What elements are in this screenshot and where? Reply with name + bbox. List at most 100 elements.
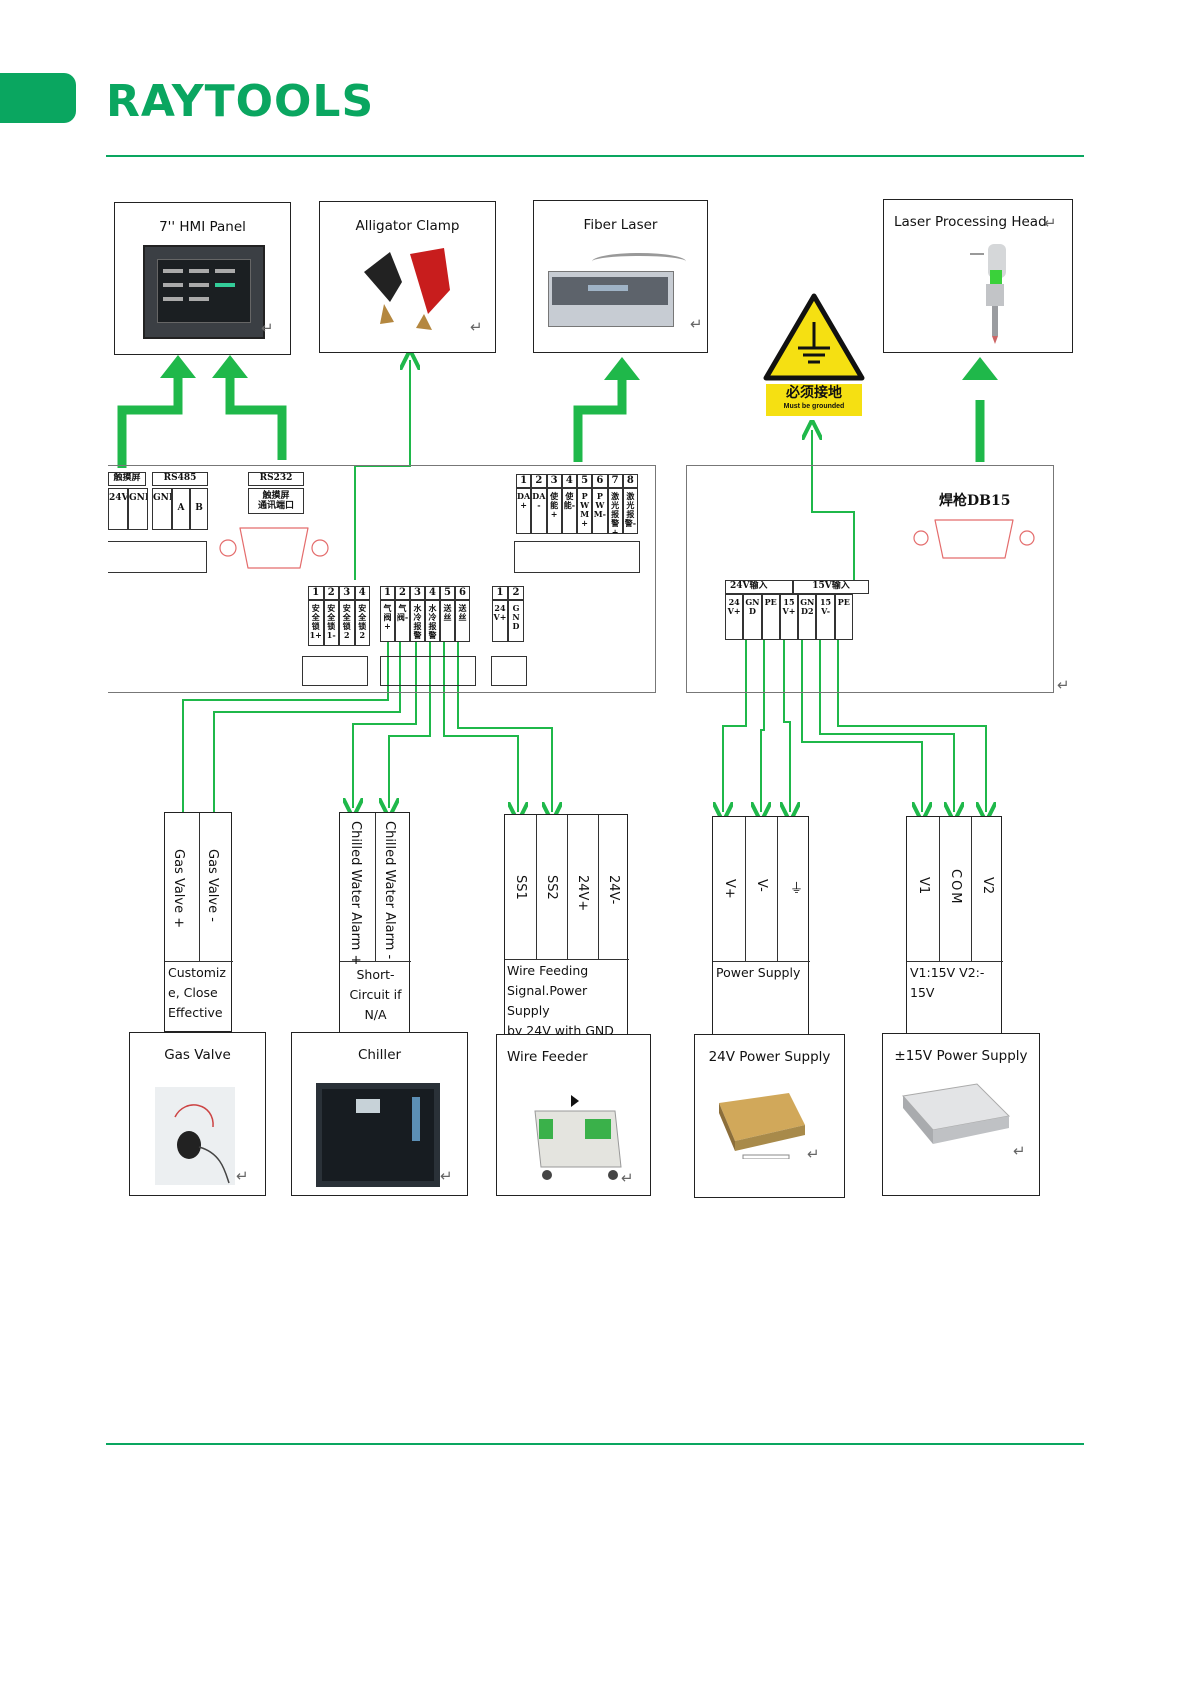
gas-pin-minus: Gas Valve - [205,849,220,922]
gas-pin-plus: Gas Valve + [171,849,186,929]
io-conn-num-1: 1 [380,586,395,600]
safety-conn-num-1: 1 [308,586,324,600]
psu15-pin-com: COM [948,869,963,906]
io-conn-num-4: 4 [425,586,440,600]
hmi-arrowhead-1 [160,355,196,378]
chiller-title: Chiller [357,1047,402,1063]
head-pin-7: PE [834,594,853,640]
laser-conn-num-5: 5 [577,474,593,488]
footer-divider [106,1443,1084,1445]
psu24-title: 24V Power Supply [708,1049,831,1065]
db9-port-icon [219,527,329,569]
psu24-link-minus [761,640,764,812]
feeder-pin-ss2: SS2 [544,875,559,900]
psu24-box: 24V Power Supply ↵ [694,1034,845,1198]
return-mark: ↵ [470,318,483,336]
chiller-image [316,1083,440,1187]
laser-head-image [970,240,1020,344]
io-conn-plate [380,656,476,686]
laser-conn-num-8: 8 [622,474,638,488]
laser-conn-num-6: 6 [592,474,608,488]
laser-conn-num-7: 7 [607,474,623,488]
return-mark: ↵ [440,1167,453,1185]
head-pin-4: 15V+ [779,594,799,640]
brand-tab [0,73,76,123]
io-conn-sig-1: 气阀+ [380,600,395,642]
alligator-clamp-title: Alligator Clamp [355,218,460,234]
io-conn-sig-2: 气阀- [395,600,410,642]
head-pin-2: GND [743,594,762,640]
psu15-title: ±15V Power Supply [894,1048,1028,1064]
psu15-link-v2 [837,640,986,812]
laser-conn-sigs: DA+DA-使能+使能-PWM+PWM-激光报警+激光报警- [516,488,638,534]
laser-conn-sig-4: 使能- [561,488,577,534]
psu24-pin-vplus: V+ [722,879,737,899]
gas-valve-title: Gas Valve [164,1047,231,1063]
laser-conn-sig-8: 激光报警- [622,488,638,534]
return-mark: ↵ [261,319,274,337]
rs232-port-label: 触摸屏通讯端口 [248,488,304,514]
pwr-conn-plate [491,656,527,686]
io-conn-num-5: 5 [440,586,455,600]
laser-conn-sig-5: PWM+ [577,488,593,534]
rs485-b: B [190,488,208,530]
alligator-clamp-box: Alligator Clamp ↵ [319,201,496,353]
psu15-note: V1:15V V2:-15V [910,965,985,1000]
laser-conn-num-3: 3 [546,474,562,488]
safety-conn-sig-1: 安全锁1+ [308,600,324,646]
gas-link-plus [183,640,389,836]
return-mark: ↵ [690,315,703,333]
psu24-image [713,1089,809,1160]
fiber-laser-box: Fiber Laser ↵ [533,200,708,353]
feeder-link-1 [443,640,518,812]
return-mark: ↵ [1044,214,1057,232]
gas-link-minus [214,640,401,836]
psu15-image [899,1082,1011,1152]
clamp-link [354,360,410,580]
io-conn-sigs: 气阀+气阀-水冷报警水冷报警送丝送丝 [380,600,470,642]
feeder-pin-24vp: 24V+ [575,875,590,912]
laser-conn-num-4: 4 [561,474,577,488]
laser-conn-sig-1: DA+ [516,488,532,534]
safety-conn-plate [302,656,368,686]
head-pin-5: GND2 [798,594,817,640]
db15-port-icon [913,519,1035,559]
io-conn-num-3: 3 [410,586,425,600]
rs485-label: RS485 [152,472,208,486]
return-mark: ↵ [1013,1142,1026,1160]
pwr-conn-sig-1: 24V+ [492,600,508,642]
head-pin-3: PE [761,594,780,640]
laser-conn-plate [514,541,640,573]
brand-logo: RAYTOOLS [106,76,375,127]
gas-valve-image [155,1087,235,1185]
ground-link [812,430,855,590]
hmi-link-2 [225,370,287,460]
hmi-conn-plate [108,541,207,573]
psu15-link-com [819,640,954,812]
return-mark: ↵ [1057,676,1070,694]
psu24-link-plus [723,640,747,812]
io-conn-sig-6: 送丝 [455,600,470,642]
pwr-conn-num-1: 1 [492,586,508,600]
laser-head-box: Laser Processing Head ↵ [883,199,1073,353]
hmi-conn-label: 触摸屏 [108,472,146,486]
feeder-link-2 [457,640,552,812]
pwr-conn-sig-2: GND [508,600,524,642]
laser-head-title: Laser Processing Head [894,214,1047,230]
return-mark: ↵ [807,1145,820,1163]
head-arrowhead [962,357,998,380]
psu24-pin-vminus: V- [754,879,769,892]
wire-feeder-image [525,1081,625,1185]
hmi-arrowhead-2 [212,355,248,378]
safety-conn-sig-4: 安全锁2 [354,600,370,646]
